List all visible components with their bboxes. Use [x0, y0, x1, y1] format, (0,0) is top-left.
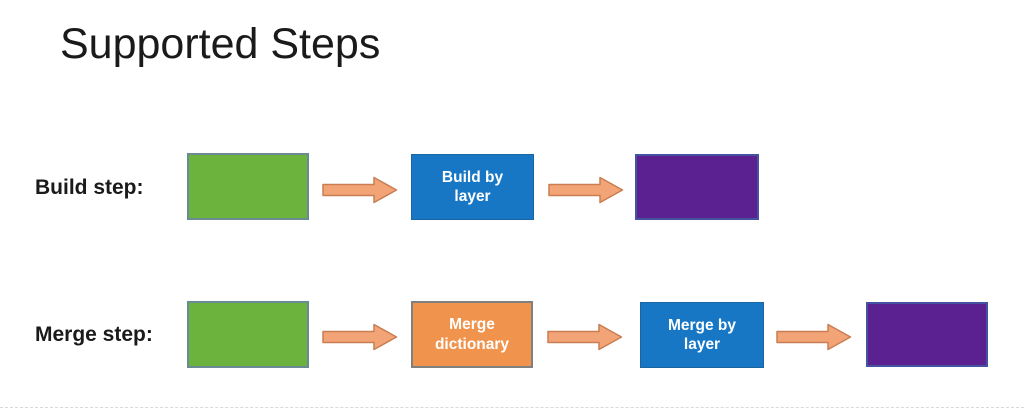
row-label-merge: Merge step: — [35, 323, 153, 346]
arrow-icon — [322, 176, 398, 204]
merge-by-layer-label: Merge by layer — [667, 316, 737, 353]
arrow-icon — [776, 323, 852, 351]
build-by-layer-label: Build by layer — [441, 168, 504, 205]
merge-dictionary-label: Merge dictionary — [434, 316, 510, 353]
merge-dictionary-box: Merge dictionary — [411, 301, 533, 368]
build-output-box — [635, 154, 759, 220]
arrow-icon — [547, 323, 623, 351]
merge-by-layer-box: Merge by layer — [640, 302, 764, 368]
build-by-layer-box: Build by layer — [411, 154, 534, 220]
merge-output-box — [866, 302, 988, 367]
arrow-icon — [322, 323, 398, 351]
slide-bottom-edge — [0, 407, 1024, 408]
build-source-box — [187, 153, 309, 220]
slide-title: Supported Steps — [60, 20, 381, 68]
merge-source-box — [187, 301, 309, 368]
row-label-build: Build step: — [35, 176, 144, 199]
arrow-icon — [548, 176, 624, 204]
